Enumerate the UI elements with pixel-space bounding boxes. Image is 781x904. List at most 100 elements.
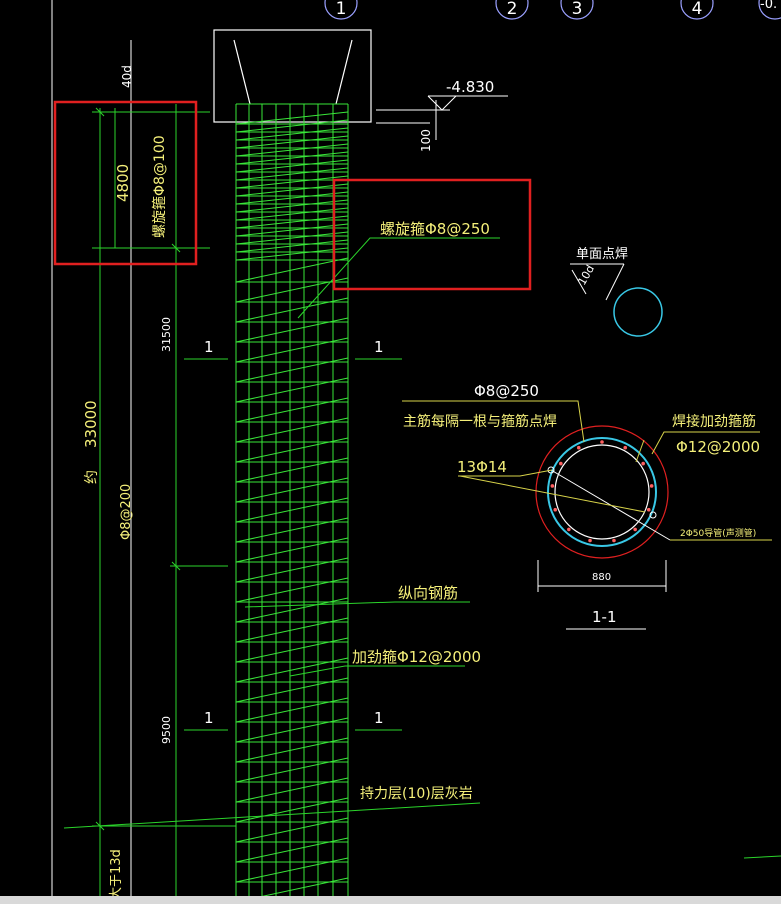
longitudinal-bar-label: 纵向钢筋 (398, 584, 458, 602)
main-bar-dot (646, 507, 651, 512)
spot-weld-label: 单面点焊 (576, 246, 628, 262)
bearing-layer-label: 持力层(10)层灰岩 (360, 786, 473, 802)
section-weld-stiffener-label: 焊接加劲箍筋 (672, 413, 756, 430)
spiral-hoop-segment (235, 143, 349, 157)
spiral-hoop-segment (235, 397, 349, 423)
section-mark-lower-right: 1 (374, 709, 384, 727)
spiral-hoop-segment (235, 111, 349, 125)
spiral-hoop-segment (235, 135, 349, 149)
spiral-hoop-segment (235, 417, 349, 443)
main-bar-dot (567, 527, 571, 532)
axis-label-1: 1 (336, 0, 347, 19)
section-1-1 (535, 425, 671, 630)
section-leaders (402, 400, 772, 541)
main-bar-dot (623, 445, 628, 450)
spiral-hoop-segment (235, 167, 349, 181)
spiral-hoop-segment (235, 617, 349, 643)
spiral-hoop-segment (235, 477, 349, 503)
section-mark-upper-right: 1 (374, 338, 384, 356)
spiral-hoop-segment (235, 191, 349, 205)
spiral-hoop-segment (235, 697, 349, 723)
pile-spiral-hoops (235, 111, 349, 903)
spiral-hoop-segment (235, 457, 349, 483)
top-right-fragment: -0. (760, 0, 777, 12)
spiral-hoop-segment (235, 175, 349, 189)
upper-dimension: 31500 (160, 317, 173, 352)
main-bar-dot (649, 484, 654, 488)
stiffener-hoop-label: 加劲箍Φ12@2000 (352, 648, 481, 666)
spiral-hoop-segment (235, 199, 349, 213)
spiral-hoop-segment (235, 737, 349, 763)
spiral-hoop-segment (235, 437, 349, 463)
elevation-mark (376, 95, 508, 140)
dense-zone-dimension: 4800 (114, 164, 132, 202)
dimension-lines (63, 104, 481, 896)
spiral-hoop-segment (235, 231, 349, 245)
spiral-hoop-segment (235, 207, 349, 221)
section-pipes-label: 2Φ50导管(声测管) (680, 527, 756, 539)
spiral-hoop-segment (235, 857, 349, 883)
pile-cap (213, 29, 372, 123)
spiral-hoop-segment (235, 557, 349, 583)
section-cut-marks (184, 358, 402, 731)
spiral-hoop-segment (235, 777, 349, 803)
horizontal-scrollbar[interactable] (0, 896, 781, 904)
total-dimension: 33000 (82, 400, 100, 448)
spiral-hoop-segment (235, 127, 349, 141)
spiral-hoop-segment (235, 223, 349, 237)
highlight-box-dense-zone (53, 100, 198, 266)
section-stiffener-spec: Φ12@2000 (676, 438, 760, 456)
section-mark-lower-left: 1 (204, 709, 214, 727)
main-bar-dot (633, 527, 637, 532)
lower-dimension: 9500 (160, 716, 173, 744)
spiral-hoop-segment (235, 377, 349, 403)
section-mark-upper-left: 1 (204, 338, 214, 356)
spiral-hoop-segment (235, 537, 349, 563)
section-spiral-label: Φ8@250 (474, 382, 539, 400)
spiral-hoop-segment (235, 297, 349, 323)
spiral-hoop-segment (235, 119, 349, 133)
spiral-hoop-segment (235, 717, 349, 743)
spiral-hoop-segment (235, 577, 349, 603)
spiral-hoop-segment (235, 159, 349, 173)
spiral-hoop-segment (235, 215, 349, 229)
spiral-hoop-label: 螺旋箍Φ8@250 (380, 220, 490, 238)
main-bar-dot (576, 445, 581, 450)
spiral-hoop-segment (235, 247, 349, 261)
spiral-hoop-segment (235, 257, 349, 283)
top-anchor-dimension: 40d (120, 65, 134, 88)
spiral-hoop-segment (235, 277, 349, 303)
lower-spiral-note: Φ8@200 (119, 484, 134, 540)
highlight-box-spiral-label (332, 178, 532, 291)
weld-length-label: 10d (575, 263, 597, 288)
dense-zone-spiral-note: 螺旋箍Φ8@100 (151, 135, 168, 238)
section-main-bars-label: 13Φ14 (457, 458, 507, 476)
spiral-hoop-segment (235, 183, 349, 197)
elevation-text: -4.830 (446, 78, 494, 96)
cover-dimension: 100 (419, 129, 433, 152)
main-bar-dot (550, 484, 555, 488)
main-bar-dot (600, 440, 604, 444)
spiral-hoop-segment (235, 151, 349, 165)
spiral-hoop-segment (235, 517, 349, 543)
main-bar-dot (612, 538, 616, 543)
section-diameter: 880 (592, 572, 611, 583)
spiral-hoop-segment (235, 317, 349, 343)
section-name: 1-1 (592, 608, 617, 626)
spiral-hoop-segment (235, 657, 349, 683)
axis-label-4: 4 (692, 0, 703, 19)
main-bar-dot (641, 461, 645, 466)
section-main-bar-note: 主筋每隔一根与箍筋点焊 (403, 413, 557, 430)
axis-label-2: 2 (507, 0, 518, 19)
main-bar-dot (553, 507, 558, 512)
axis-bubbles (324, 0, 781, 20)
spiral-hoop-segment (235, 239, 349, 253)
main-bar-dot (559, 461, 563, 466)
total-prefix: 约 (84, 470, 100, 484)
spiral-hoop-segment (235, 597, 349, 623)
spiral-hoop-segment (235, 797, 349, 823)
spiral-hoop-segment (235, 497, 349, 523)
axis-label-3: 3 (572, 0, 583, 19)
pile-longitudinal-bars (235, 104, 349, 896)
